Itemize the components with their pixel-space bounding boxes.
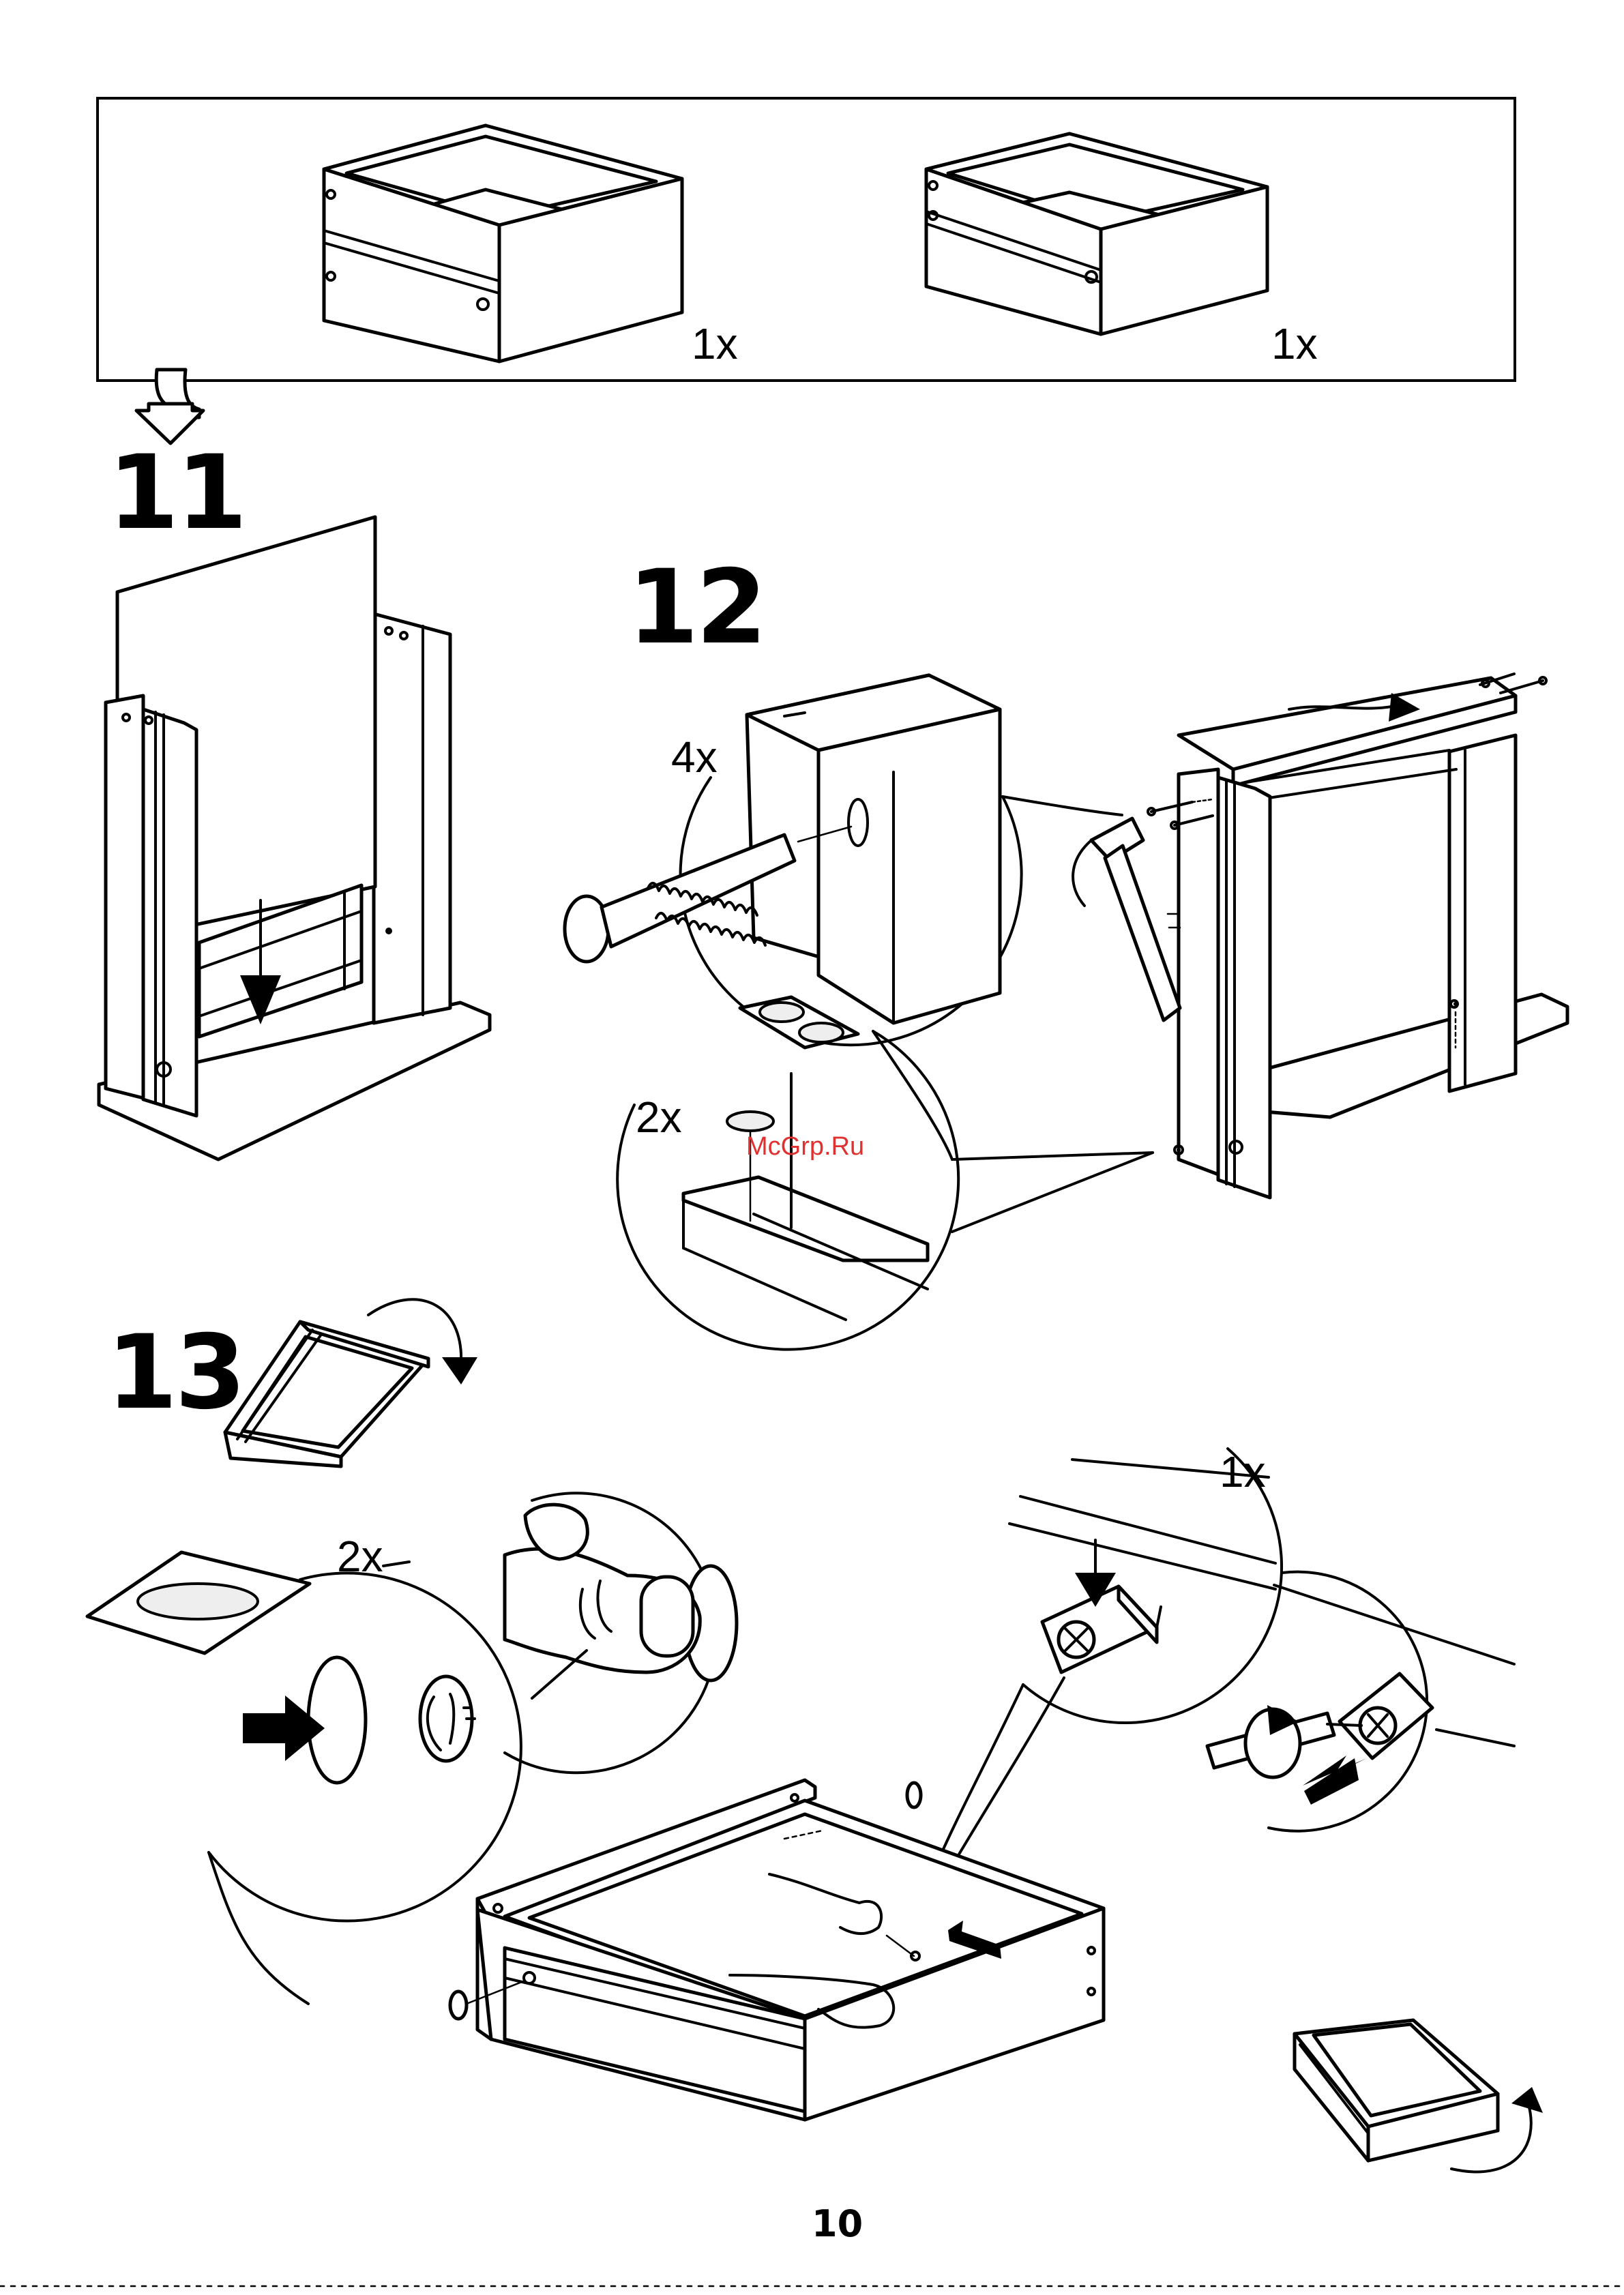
qty-label-cap: 2x [337, 1535, 383, 1578]
qty-label-drawer-left: 1x [692, 322, 738, 366]
step-13-cap-sheet [87, 1552, 310, 1653]
drawer-left-illustration [324, 125, 682, 361]
step-13-small-drawer [225, 1299, 477, 1466]
step-13-detail-cap [209, 1562, 521, 2004]
watermark-text: McGrp.Ru [746, 1134, 864, 1159]
drawer-right-illustration [926, 134, 1267, 334]
step-13-detail-press-cap [505, 1493, 737, 1773]
step-13-main-drawer [450, 1780, 1104, 2120]
step-11-illustration [99, 517, 490, 1159]
qty-label-drawer-right: 1x [1271, 322, 1318, 366]
qty-label-cam: 1x [1220, 1450, 1266, 1494]
qty-label-pad: 2x [636, 1095, 682, 1139]
step-12-detail-dowel [565, 675, 1122, 1045]
step-number-11: 11 [108, 442, 245, 544]
step-number-12: 12 [628, 557, 765, 659]
step-12-detail-pad [617, 997, 1153, 1350]
step-12-cabinet [1073, 674, 1567, 1198]
page-number: 10 [812, 2206, 863, 2242]
step-number-13: 13 [106, 1322, 243, 1424]
step-13-flipped-drawer [1295, 2020, 1543, 2172]
step-13-detail-cam-screwdriver [1207, 1572, 1514, 1831]
qty-label-dowel: 4x [671, 735, 718, 779]
